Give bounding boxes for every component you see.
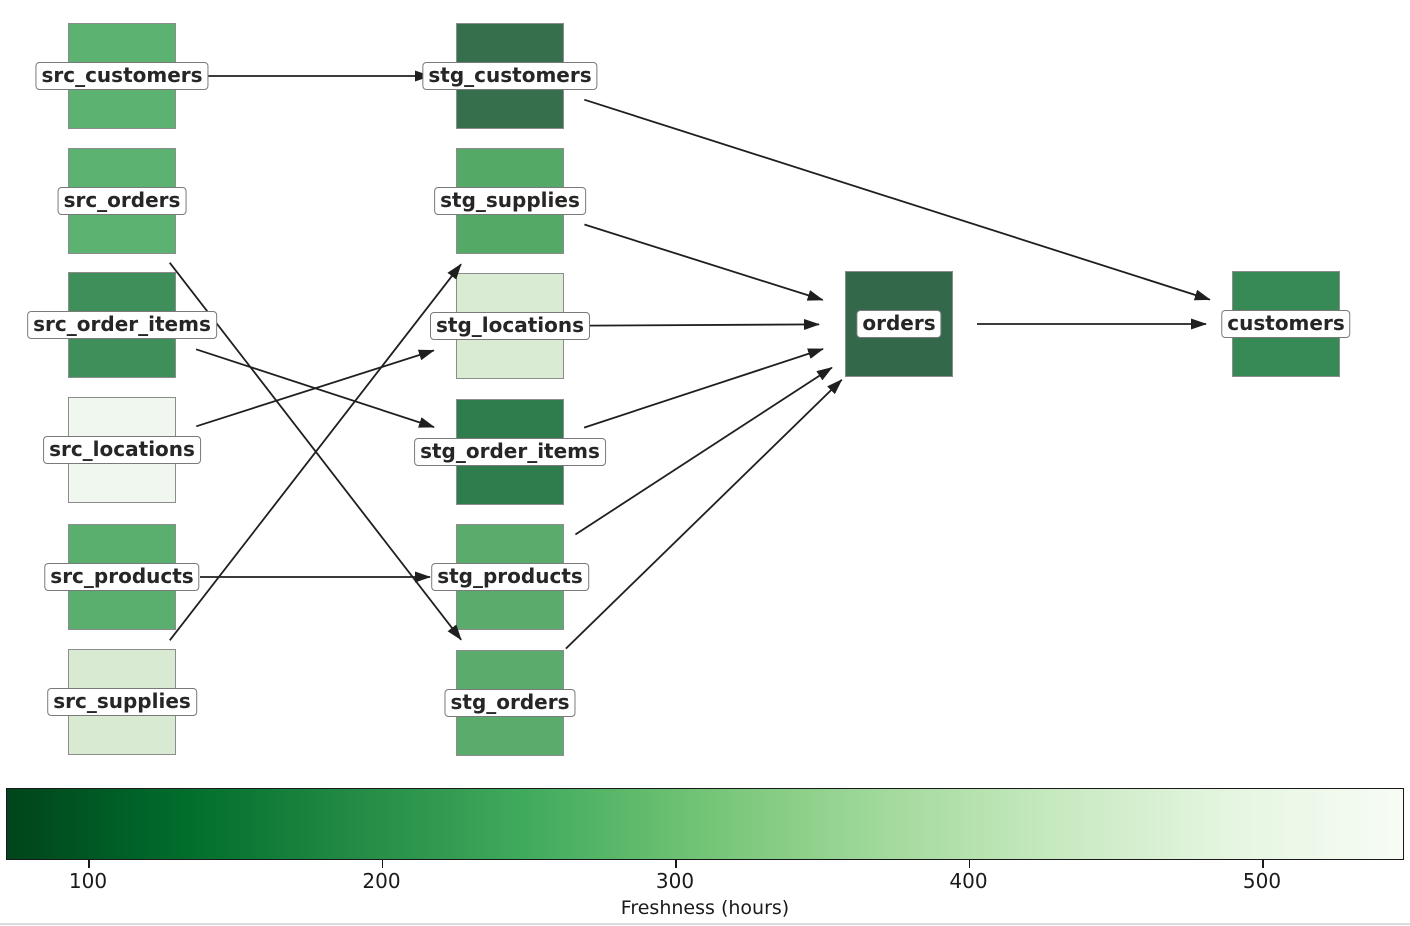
node-label-src_customers: src_customers <box>35 62 209 90</box>
edge-stg_supplies-to-orders <box>584 223 824 301</box>
edge-stg_locations-to-orders <box>587 318 820 330</box>
node-label-src_locations: src_locations <box>43 436 201 464</box>
edge-layer <box>168 70 1211 650</box>
edge-stg_order_items-to-orders <box>583 348 824 429</box>
node-label-src_order_items: src_order_items <box>27 311 217 339</box>
node-label-orders: orders <box>856 310 942 338</box>
node-label-stg_order_items: stg_order_items <box>414 438 606 466</box>
node-label-stg_products: stg_products <box>431 563 589 591</box>
edge-stg_orders-to-orders <box>565 379 843 650</box>
node-label-src_orders: src_orders <box>57 187 187 215</box>
colorbar-tick-mark-100 <box>88 860 90 868</box>
colorbar-tick-label-500: 500 <box>1242 869 1282 893</box>
node-label-src_products: src_products <box>44 563 200 591</box>
colorbar-gradient <box>6 788 1404 860</box>
edge-stg_customers-to-customers <box>584 98 1211 301</box>
colorbar-tick-label-400: 400 <box>949 869 988 893</box>
colorbar-tick-label-200: 200 <box>362 869 401 893</box>
edge-stg_products-to-orders <box>574 366 833 536</box>
node-label-stg_locations: stg_locations <box>429 312 591 340</box>
edge-src_locations-to-stg_locations <box>196 349 435 428</box>
node-label-stg_orders: stg_orders <box>444 689 576 717</box>
window-edge-line <box>0 923 1410 925</box>
colorbar-tick-label-100: 100 <box>68 869 108 893</box>
node-label-src_supplies: src_supplies <box>47 688 197 716</box>
colorbar-tick-mark-500 <box>1262 860 1264 868</box>
colorbar-tick-mark-400 <box>968 860 971 868</box>
node-label-stg_customers: stg_customers <box>422 62 598 90</box>
colorbar-axis-label: Freshness (hours) <box>620 897 790 919</box>
node-label-stg_supplies: stg_supplies <box>434 187 586 215</box>
edge-src_supplies-to-stg_supplies <box>169 263 462 641</box>
node-label-customers: customers <box>1221 310 1351 338</box>
colorbar-tick-mark-300 <box>675 860 677 868</box>
colorbar-tick-mark-200 <box>381 860 384 868</box>
colorbar-tick-label-300: 300 <box>655 869 695 893</box>
